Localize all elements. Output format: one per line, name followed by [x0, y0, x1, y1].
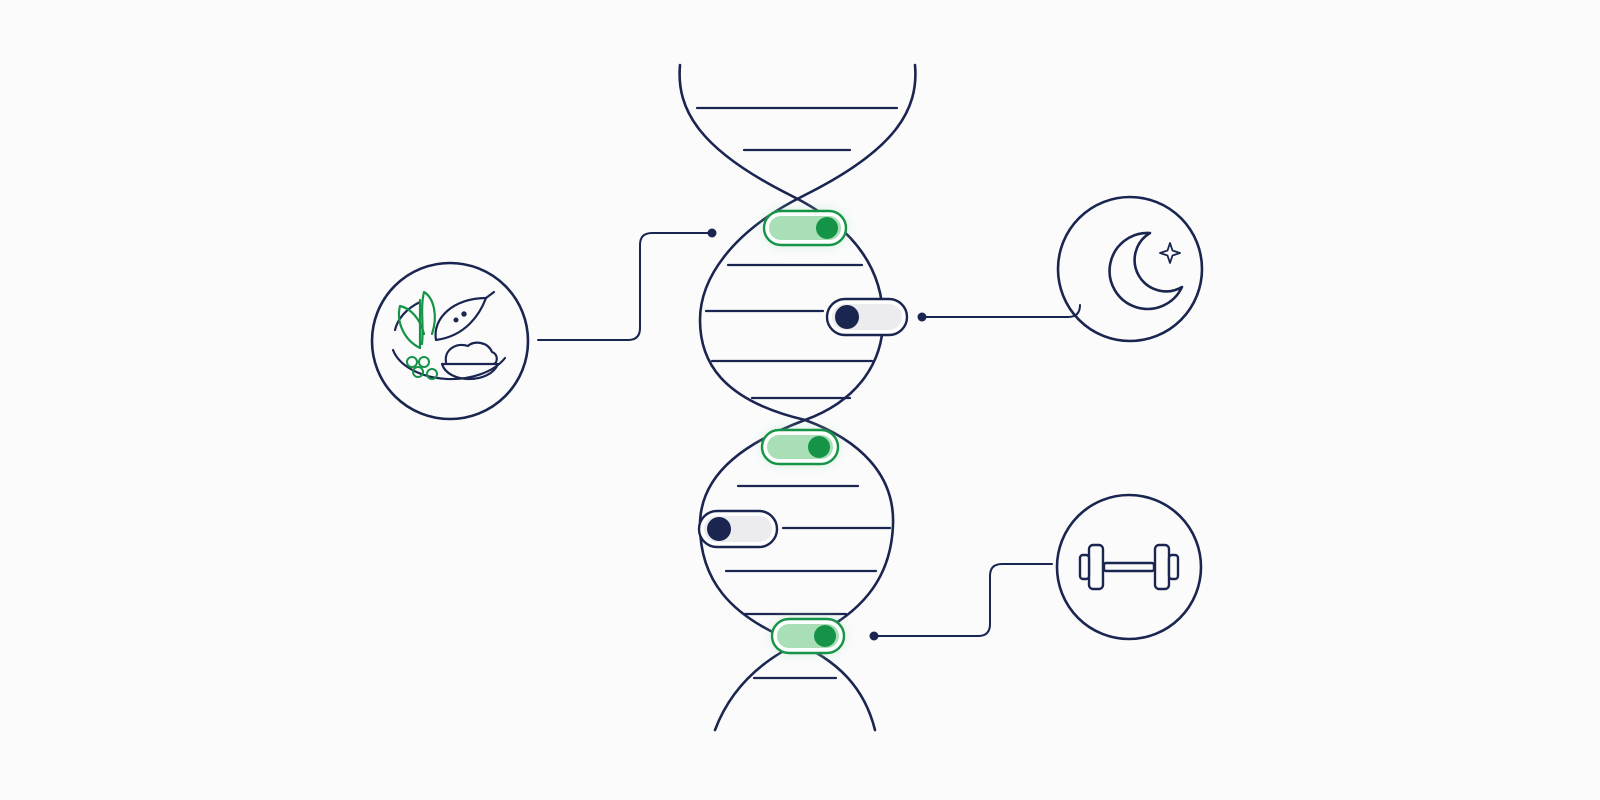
plate-rim [393, 300, 422, 332]
food-icon-ring [370, 261, 530, 421]
dumbbell-plate [1087, 543, 1105, 591]
dumbbell-plate [1153, 543, 1171, 591]
toggle-knob [816, 217, 838, 239]
helix-rungs [695, 106, 899, 680]
plate-rim [391, 348, 507, 381]
dumbbell-icon [1055, 493, 1203, 641]
grain-bowl-icon [440, 341, 500, 381]
dumbbell-bar [1102, 561, 1156, 573]
toggle-knob [808, 436, 830, 458]
food-plate-icon [370, 261, 530, 421]
gene-toggle-off[interactable] [697, 509, 779, 549]
peas-icon [406, 356, 438, 380]
greens-leaf-icon [397, 290, 436, 350]
connector-lines [537, 232, 1081, 637]
connector-dot [869, 631, 879, 641]
dumbbell-cap [1078, 553, 1091, 581]
connector-exercise [873, 563, 1053, 637]
exercise-icon-ring [1055, 493, 1203, 641]
crescent-moon [1108, 231, 1184, 311]
moon-icon [1056, 195, 1204, 343]
dumbbell-cap [1167, 553, 1180, 581]
toggle-knob [814, 625, 836, 647]
connector-nutrition [537, 232, 713, 341]
gene-toggle-off[interactable] [825, 297, 909, 337]
toggle-knob [835, 305, 859, 329]
connector-dot [707, 228, 717, 238]
gene-toggle-on[interactable] [762, 209, 848, 247]
connector-sleep [921, 304, 1081, 318]
connector-dot [917, 312, 927, 322]
sparkle-star-icon [1159, 242, 1181, 264]
fish-icon [434, 290, 496, 342]
gene-toggle-on[interactable] [760, 428, 840, 466]
connector-dots [707, 228, 927, 641]
gene-toggle-on[interactable] [770, 617, 846, 655]
toggle-knob [707, 517, 731, 541]
gene-toggles [697, 209, 909, 655]
sleep-icon-ring [1056, 195, 1204, 343]
